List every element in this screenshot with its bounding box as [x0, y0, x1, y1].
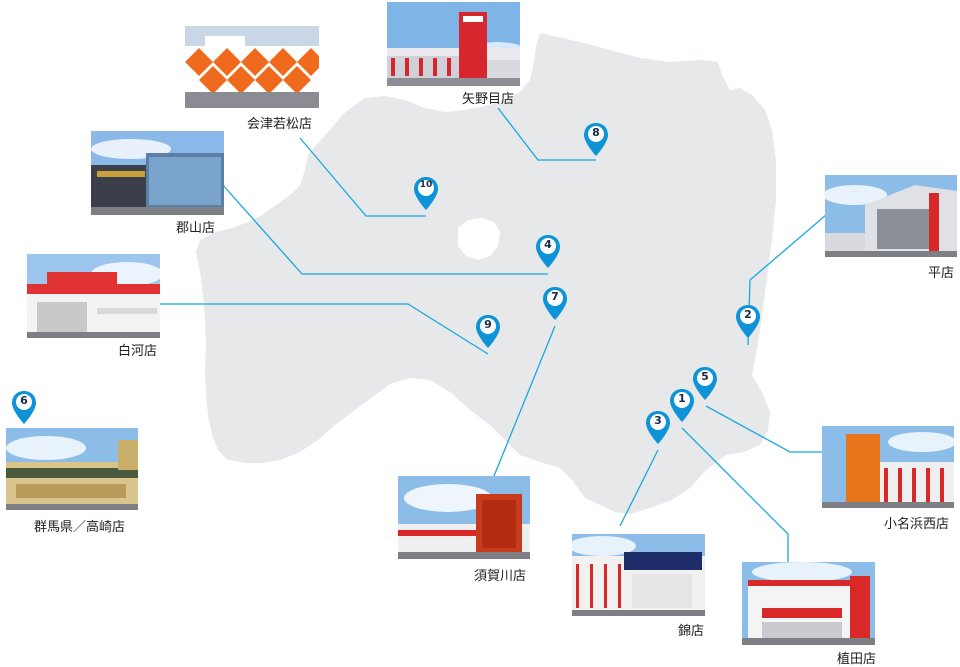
pin-number: 2	[744, 308, 752, 321]
map-pin-10[interactable]: 10	[413, 176, 439, 212]
pin-number: 1	[678, 392, 686, 405]
leader-line-3	[619, 449, 659, 527]
pin-center	[547, 290, 563, 306]
store-8-photo[interactable]	[387, 2, 520, 86]
store-4-photo[interactable]	[91, 131, 224, 215]
leader-line-5	[705, 405, 822, 453]
map-pin-5[interactable]: 5	[692, 366, 718, 402]
store-8-label[interactable]: 矢野目店	[462, 92, 515, 107]
leader-line-4	[221, 183, 548, 275]
pin-center	[697, 370, 713, 386]
store-6-label[interactable]: 群馬県／高崎店	[34, 520, 126, 535]
leader-line-8	[497, 107, 596, 161]
map-pin-1[interactable]: 1	[669, 388, 695, 424]
store-2-label[interactable]: 平店	[928, 266, 955, 281]
store-2-photo[interactable]	[825, 175, 957, 257]
pin-number: 4	[544, 238, 552, 251]
store-7-label[interactable]: 須賀川店	[474, 569, 527, 584]
map-pin-7[interactable]: 7	[542, 286, 568, 322]
store-9-label[interactable]: 白河店	[118, 344, 158, 359]
pin-center	[588, 126, 604, 142]
store-7-photo[interactable]	[398, 476, 530, 559]
store-5-photo[interactable]	[822, 426, 954, 508]
store-10-photo[interactable]	[185, 26, 319, 108]
store-9-photo[interactable]	[27, 254, 160, 338]
store-6-photo[interactable]	[6, 428, 138, 510]
pin-center	[650, 414, 666, 430]
pin-center	[16, 394, 32, 410]
map-pin-8[interactable]: 8	[583, 122, 609, 158]
pin-center	[418, 180, 434, 196]
store-4-label[interactable]: 郡山店	[176, 221, 216, 236]
map-pin-4[interactable]: 4	[535, 234, 561, 270]
pin-number: 7	[551, 290, 559, 303]
pin-number: 3	[654, 414, 662, 427]
store-1-label[interactable]: 植田店	[837, 652, 877, 667]
pin-number: 5	[701, 370, 709, 383]
pin-number: 10	[419, 180, 433, 190]
leader-line-10	[299, 137, 426, 217]
map-pin-6[interactable]: 6	[11, 390, 37, 426]
map-pin-3[interactable]: 3	[645, 410, 671, 446]
store-1-photo[interactable]	[742, 562, 875, 645]
store-3-label[interactable]: 錦店	[678, 624, 705, 639]
map-pin-9[interactable]: 9	[475, 314, 501, 350]
leader-line-1	[681, 427, 789, 562]
store-3-photo[interactable]	[572, 534, 705, 616]
map-pin-2[interactable]: 2	[735, 304, 761, 340]
store-10-label[interactable]: 会津若松店	[247, 117, 313, 132]
leader-line-7	[493, 325, 556, 477]
pin-center	[540, 238, 556, 254]
pin-number: 6	[20, 394, 28, 407]
leader-line-9	[158, 303, 489, 355]
pin-center	[674, 392, 690, 408]
lake-inawashiro	[458, 218, 500, 260]
store-5-label[interactable]: 小名浜西店	[884, 517, 950, 532]
pin-number: 8	[592, 126, 600, 139]
pin-center	[740, 308, 756, 324]
pin-center	[480, 318, 496, 334]
pin-number: 9	[484, 318, 492, 331]
